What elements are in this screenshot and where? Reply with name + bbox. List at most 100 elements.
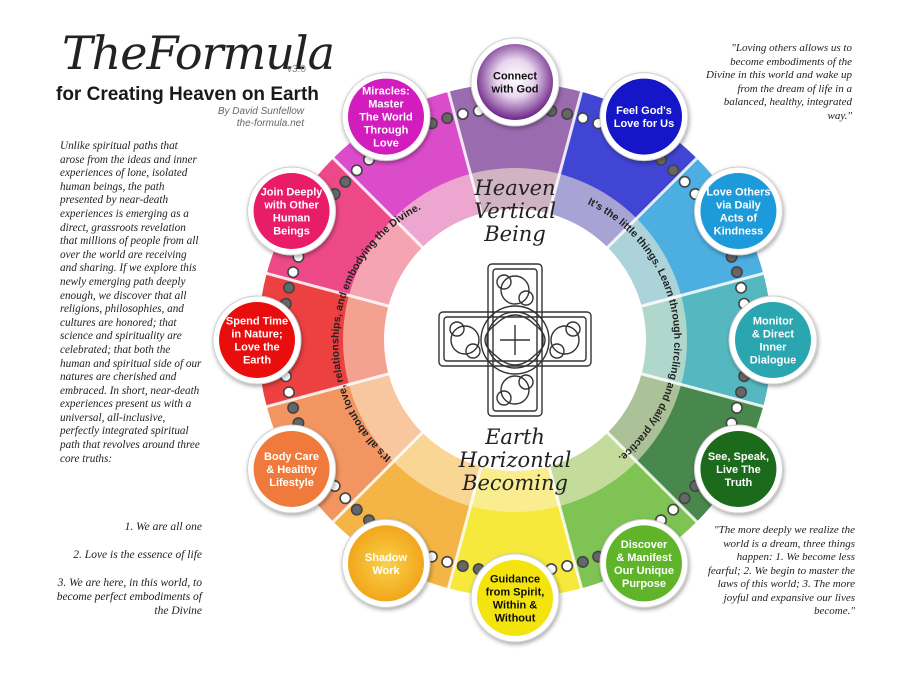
- sector-divider: [446, 463, 484, 590]
- progress-dot: [576, 555, 589, 568]
- node-core: [735, 302, 811, 378]
- sector-divider: [546, 90, 584, 217]
- node-core: [477, 44, 553, 120]
- node-label-line: Our Unique: [614, 565, 674, 577]
- progress-dot: [576, 112, 589, 125]
- node-label-line: Love Others: [706, 187, 770, 199]
- node-label-line: Discover: [621, 539, 668, 551]
- truth-two: 2. Love is the essence of life: [73, 549, 202, 561]
- progress-dot: [678, 492, 691, 505]
- node-label-line: See, Speak,: [708, 451, 769, 463]
- progress-dot: [282, 281, 295, 294]
- node-label-line: Love the: [234, 342, 279, 354]
- node-core: [606, 78, 682, 155]
- quote-top-right: "Loving others allows us to become embod…: [705, 42, 852, 122]
- sector-divider: [446, 90, 484, 217]
- progress-dot: [735, 386, 748, 399]
- progress-dot: [667, 503, 680, 516]
- node-label-line: & Direct: [752, 329, 795, 341]
- node-label-line: Connect: [493, 71, 537, 83]
- brand-author: By David Sunfellow the-formula.net: [186, 106, 304, 130]
- node-core: [477, 560, 553, 636]
- sector-dividers: [265, 90, 765, 590]
- center-word-horizontal: Horizontal: [458, 448, 572, 472]
- author-name: By David Sunfellow: [217, 106, 304, 117]
- center-word-earth: Earth: [484, 425, 545, 449]
- node-core: [700, 173, 777, 249]
- node-label-line: Live The: [716, 464, 761, 476]
- center-word-becoming: Becoming: [461, 471, 568, 495]
- sector-divider: [546, 463, 584, 590]
- node-label-line: Miracles:: [362, 86, 410, 98]
- node-core: [219, 302, 295, 378]
- node-label-line: Lifestyle: [269, 477, 314, 489]
- node-label-line: from Spirit,: [486, 587, 545, 599]
- node-core: [700, 431, 777, 507]
- sector-divider: [604, 156, 699, 251]
- node-label-line: Body Care: [264, 451, 319, 463]
- celtic-cross-icon: [438, 263, 592, 417]
- sector-divider: [265, 371, 392, 409]
- node-label-line: Inner: [760, 342, 788, 354]
- node-label-line: via Daily: [716, 200, 762, 212]
- brand-version: v3.0: [287, 64, 306, 75]
- node-label-line: Dialogue: [750, 355, 796, 367]
- node-core: [606, 525, 682, 602]
- center-word-being: Being: [483, 222, 546, 246]
- node-label-line: & Healthy: [266, 464, 318, 476]
- progress-dot: [287, 266, 300, 279]
- node-core: [253, 431, 330, 507]
- center-word-vertical: Vertical: [474, 199, 556, 223]
- node-label-line: Truth: [725, 477, 753, 489]
- progress-dot: [667, 164, 680, 177]
- sector-divider: [331, 156, 426, 251]
- sector-divider: [604, 429, 699, 524]
- node-label-line: Feel God's: [616, 105, 672, 117]
- node-core: [348, 78, 424, 155]
- brand-title: TheFormula: [62, 26, 335, 80]
- intro-text: Unlike spiritual paths that arose from t…: [60, 140, 202, 465]
- node-label-line: Work: [372, 565, 400, 577]
- progress-dot: [730, 266, 743, 279]
- progress-dot: [282, 386, 295, 399]
- progress-dot: [561, 560, 574, 573]
- node-core: [348, 525, 424, 602]
- node-label-line: Love for Us: [614, 118, 675, 130]
- node-label-line: Beings: [273, 226, 310, 238]
- node-label-line: Earth: [243, 355, 271, 367]
- node-label-line: The World: [359, 112, 413, 124]
- progress-dot: [730, 401, 743, 414]
- node-core: [253, 173, 330, 249]
- progress-dot: [441, 112, 454, 125]
- progress-dot: [339, 175, 352, 188]
- node-label-line: in Nature;: [231, 329, 282, 341]
- node-label-line: Acts of: [720, 213, 758, 225]
- truth-three: 3. We are here, in this world, to become…: [56, 577, 202, 617]
- progress-dot: [441, 555, 454, 568]
- progress-dot: [456, 107, 469, 120]
- node-label-line: Purpose: [622, 578, 666, 590]
